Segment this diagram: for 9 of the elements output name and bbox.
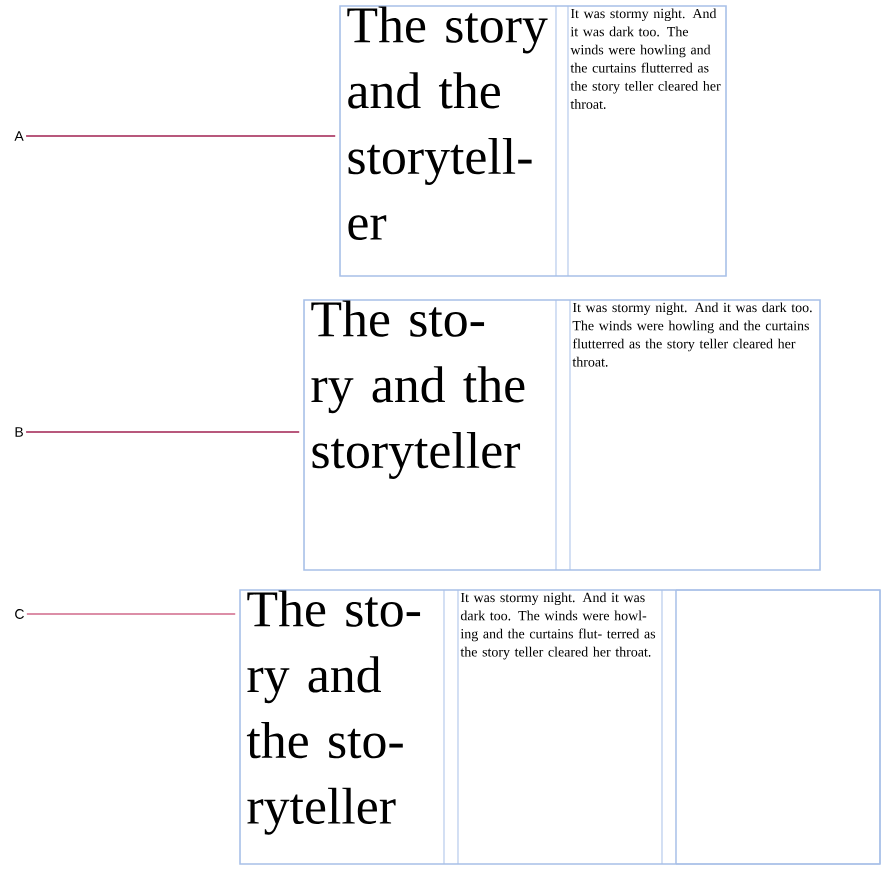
empty-column [675, 589, 881, 865]
leader-line [25, 135, 336, 137]
heading-text: The story and the storytell- er [347, 6, 548, 241]
leader-line [26, 613, 236, 615]
heading-text: The sto- ry and the storyteller [311, 300, 525, 479]
heading-text: The sto- ry and the sto- ryteller [246, 590, 421, 835]
leader-line [25, 431, 300, 433]
text-frame [303, 299, 821, 571]
text-frame [339, 5, 727, 277]
